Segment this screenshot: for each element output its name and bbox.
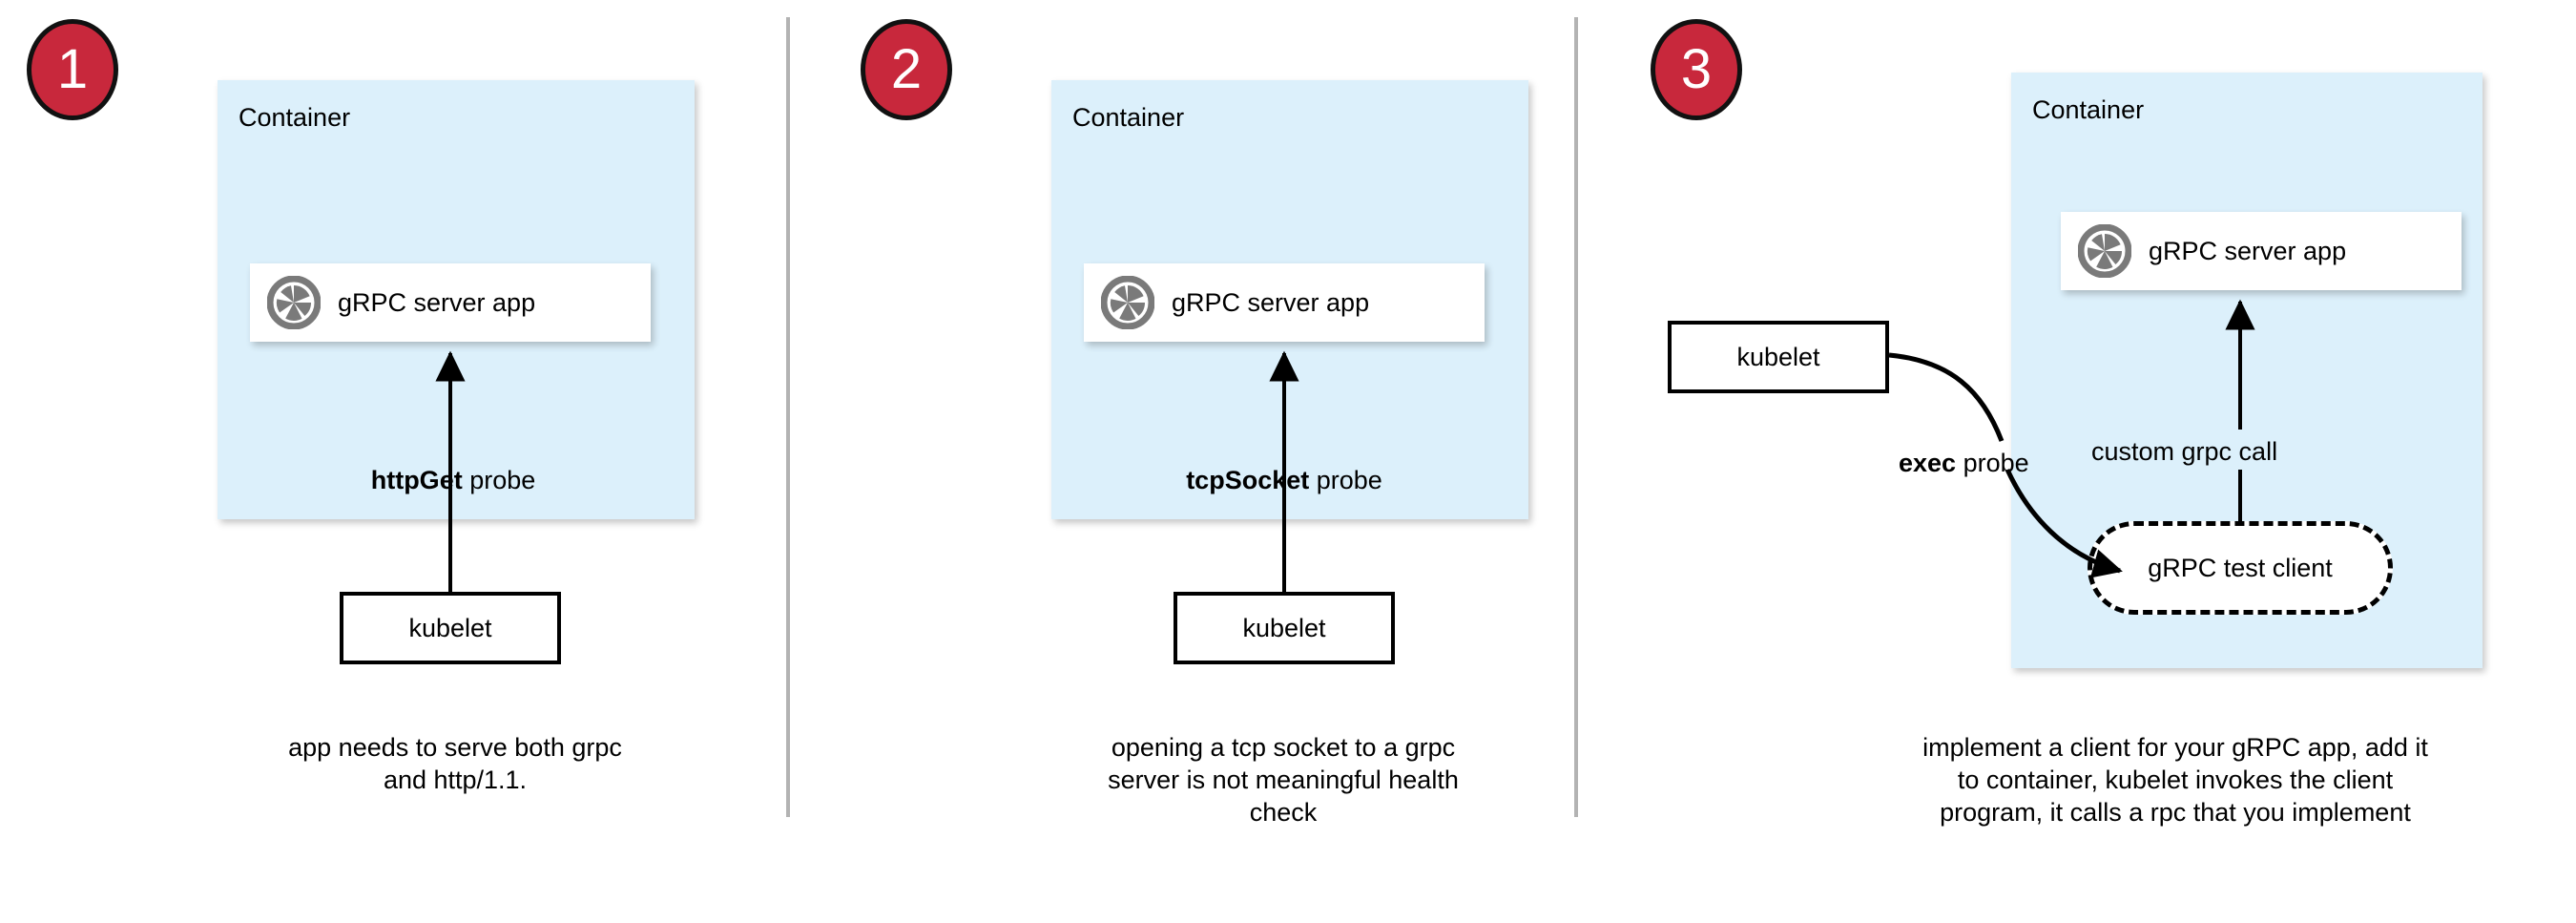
container-label-1: Container bbox=[239, 103, 351, 132]
panel-divider-1 bbox=[786, 17, 790, 817]
caption-2-line-1: opening a tcp socket to a grpc bbox=[1111, 733, 1456, 762]
kubelet-box-3: kubelet bbox=[1668, 321, 1889, 393]
caption-1: app needs to serve both grpc and http/1.… bbox=[212, 731, 698, 796]
caption-3-line-2: to container, kubelet invokes the client bbox=[1957, 766, 2394, 794]
app-card-label-1: gRPC server app bbox=[338, 287, 536, 317]
caption-2-line-3: check bbox=[1249, 798, 1318, 827]
probe-label-1: httpGet probe bbox=[343, 466, 563, 495]
step-badge-3: 3 bbox=[1651, 19, 1742, 120]
grpc-aperture-icon bbox=[2078, 224, 2131, 278]
caption-3-line-3: program, it calls a rpc that you impleme… bbox=[1940, 798, 2411, 827]
probe-label-2: tcpSocket probe bbox=[1160, 466, 1408, 495]
probe-label-3-rest: probe bbox=[1956, 449, 2029, 477]
app-card-label-3: gRPC server app bbox=[2149, 236, 2347, 265]
kubelet-label-1: kubelet bbox=[408, 613, 492, 642]
custom-grpc-call-text: custom grpc call bbox=[2091, 437, 2278, 466]
probe-label-3: exec probe bbox=[1899, 449, 2089, 478]
caption-2-line-2: server is not meaningful health bbox=[1108, 766, 1459, 794]
kubelet-box-1: kubelet bbox=[340, 592, 561, 664]
caption-2: opening a tcp socket to a grpc server is… bbox=[1040, 731, 1527, 829]
panel-divider-2 bbox=[1574, 17, 1578, 817]
probe-label-2-rest: probe bbox=[1309, 466, 1382, 494]
caption-1-line-1: app needs to serve both grpc bbox=[288, 733, 622, 762]
app-card-3: gRPC server app bbox=[2061, 212, 2462, 290]
app-card-1: gRPC server app bbox=[250, 263, 651, 342]
container-label-3: Container bbox=[2032, 95, 2145, 124]
probe-label-1-rest: probe bbox=[462, 466, 536, 494]
app-card-label-2: gRPC server app bbox=[1172, 287, 1370, 317]
grpc-test-client-label: gRPC test client bbox=[2148, 553, 2333, 582]
probe-label-3-bold: exec bbox=[1899, 449, 1957, 477]
probe-label-1-bold: httpGet bbox=[370, 466, 463, 494]
caption-1-line-2: and http/1.1. bbox=[383, 766, 528, 794]
kubelet-box-2: kubelet bbox=[1174, 592, 1395, 664]
grpc-test-client-box: gRPC test client bbox=[2088, 521, 2393, 615]
probe-label-2-bold: tcpSocket bbox=[1186, 466, 1310, 494]
step-badge-1: 1 bbox=[27, 19, 118, 120]
container-label-2: Container bbox=[1072, 103, 1185, 132]
caption-3-line-1: implement a client for your gRPC app, ad… bbox=[1922, 733, 2428, 762]
kubelet-label-2: kubelet bbox=[1242, 613, 1326, 642]
caption-3: implement a client for your gRPC app, ad… bbox=[1813, 731, 2538, 829]
step-badge-2: 2 bbox=[861, 19, 952, 120]
custom-grpc-call-label: custom grpc call bbox=[2091, 437, 2277, 467]
grpc-aperture-icon bbox=[1101, 276, 1154, 329]
app-card-2: gRPC server app bbox=[1084, 263, 1485, 342]
grpc-aperture-icon bbox=[267, 276, 321, 329]
kubelet-label-3: kubelet bbox=[1736, 342, 1820, 371]
